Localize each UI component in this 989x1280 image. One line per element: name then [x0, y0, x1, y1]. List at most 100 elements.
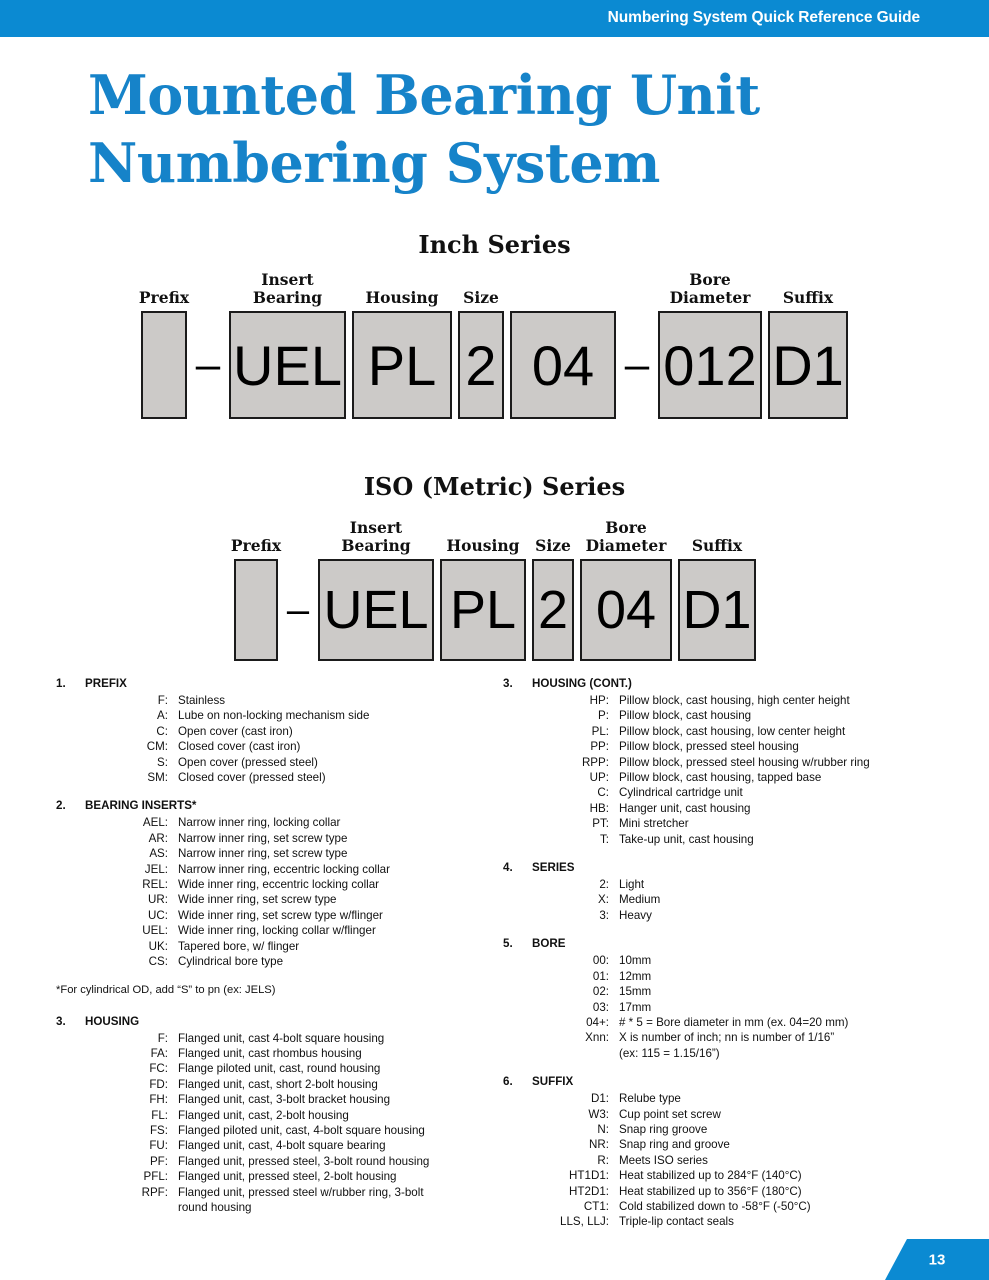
legend-row-description: Medium	[619, 892, 943, 907]
legend-row-description: Tapered bore, w/ flinger	[178, 939, 486, 954]
legend-row-code: 00:	[592, 954, 609, 968]
legend-row-description-text: Cylindrical cartridge unit	[619, 786, 743, 800]
legend-row: N:Snap ring groove	[503, 1122, 943, 1137]
legend-row-code: AEL:	[142, 816, 168, 830]
legend-row: REL: Wide inner ring, eccentric locking c…	[56, 877, 486, 892]
legend-row-code: T:	[599, 832, 609, 846]
legend-row-code: HT2D1:	[569, 1184, 609, 1198]
legend-row-code: PL:	[591, 724, 609, 738]
diagram-cell-box: 04	[510, 311, 616, 419]
legend-row-description-text: Triple-lip contact seals	[619, 1215, 734, 1229]
legend-row: X:Medium	[503, 892, 943, 907]
legend-row-code: FD:	[149, 1077, 168, 1091]
legend-row-description: Closed cover (cast iron)	[178, 739, 486, 754]
legend-group-number: 6.	[503, 1075, 513, 1089]
legend-row-description: Flanged unit, pressed steel, 3-bolt roun…	[178, 1154, 486, 1169]
legend-row: HT1D1:Heat stabilized up to 284°F (140°C…	[503, 1168, 943, 1183]
separator-dash-icon: –	[195, 340, 221, 389]
legend-row-description-text: Flanged unit, cast rhombus housing	[178, 1046, 362, 1060]
legend-row-description: Flanged unit, cast rhombus housing	[178, 1046, 486, 1061]
legend-row-description: Pillow block, cast housing	[619, 708, 943, 723]
legend-row: FL:Flanged unit, cast, 2-bolt housing	[56, 1108, 486, 1123]
legend-row: AR:Narrow inner ring, set screw type	[56, 831, 486, 846]
legend-row: UK:Tapered bore, w/ flinger	[56, 939, 486, 954]
legend-row-code: FC:	[149, 1062, 168, 1076]
legend-row: FS:Flanged piloted unit, cast, 4-bolt sq…	[56, 1123, 486, 1138]
bearing-inserts-footnote: *For cylindrical OD, add “S” to pn (ex: …	[56, 983, 276, 996]
legend-row-description: Flanged unit, cast, short 2-bolt housing	[178, 1077, 486, 1092]
legend-row: FC: Flange piloted unit, cast, round hous…	[56, 1061, 486, 1076]
legend-row-description: Lube on non-locking mechanism side	[178, 708, 486, 723]
diagram-cell-label: Size	[535, 536, 571, 555]
legend-row-description-text: Snap ring groove	[619, 1122, 708, 1136]
legend-row: F: Flanged unit, cast 4-bolt square housi…	[56, 1031, 486, 1046]
legend-row: PL:Pillow block, cast housing, low cente…	[503, 724, 943, 739]
diagram-cell-label: Suffix	[782, 288, 834, 307]
legend-row-description-text: Flange piloted unit, cast, round housing	[178, 1062, 381, 1076]
legend-row-code: REL:	[142, 878, 168, 892]
legend-row-code: 03:	[592, 1000, 609, 1014]
legend-row-description: 10mm	[619, 953, 943, 968]
legend-row: 02:15mm	[503, 984, 943, 999]
legend-row-description-text: Open cover (pressed steel)	[178, 755, 318, 769]
legend-row-description-text: Wide inner ring, set screw type	[178, 893, 337, 907]
top-header-bar: Numbering System Quick Reference Guide	[0, 0, 989, 37]
diagram-cell-box	[234, 559, 278, 661]
legend-row-code: FL:	[151, 1108, 168, 1122]
legend-row-description: Wide inner ring, eccentric locking colla…	[178, 877, 486, 892]
legend-row-description-text: Open cover (cast iron)	[178, 724, 293, 738]
legend-row-description: Light	[619, 877, 943, 892]
legend-row: AEL: Narrow inner ring, locking collar	[56, 815, 486, 830]
diagram-cell-label: Size	[463, 288, 499, 307]
legend-row-description-text: Wide inner ring, set screw type w/flinge…	[178, 908, 383, 922]
legend-row-code: F:	[157, 1031, 168, 1045]
legend-group-title: SERIES	[532, 861, 575, 875]
legend-row-description: Cylindrical bore type	[178, 954, 486, 969]
legend-row: C:Open cover (cast iron)	[56, 724, 486, 739]
legend-row-description: Cup point set screw	[619, 1107, 943, 1122]
legend-row: C:Cylindrical cartridge unit	[503, 785, 943, 800]
legend-group-number: 3.	[56, 1014, 66, 1028]
legend-row-description-continued: round housing	[178, 1200, 252, 1214]
legend-row: R:Meets ISO series	[503, 1153, 943, 1168]
legend-row-description-text: 10mm	[619, 954, 652, 968]
legend-row: AS:Narrow inner ring, set screw type	[56, 846, 486, 861]
legend-row-description-text: Wide inner ring, eccentric locking colla…	[178, 878, 380, 892]
legend-row-description-text: Pillow block, pressed steel housing	[619, 740, 799, 754]
legend-row-code: 2:	[599, 878, 609, 892]
legend-row-code: A:	[157, 709, 168, 723]
legend-row: 3:Heavy	[503, 908, 943, 923]
legend-row-description: Hanger unit, cast housing	[619, 801, 943, 816]
legend-row: RPF:Flanged unit, pressed steel w/rubber…	[56, 1185, 486, 1216]
diagram-cell-label: Bore Diameter	[669, 270, 751, 307]
legend-group-bearing-inserts: 2.BEARING INSERTS*AEL:Narrow inner ring,…	[56, 798, 486, 969]
legend-row: CM:Closed cover (cast iron)	[56, 739, 486, 754]
legend-row-description-continued: (ex: 115 = 1.15/16”)	[619, 1046, 720, 1060]
legend-row-description-text: Stainless	[178, 694, 226, 707]
legend-row: W3:Cup point set screw	[503, 1107, 943, 1122]
legend-row-code: SM:	[147, 771, 168, 785]
legend-row-description-text: Narrow inner ring, locking collar	[178, 816, 341, 830]
legend-row-description-text: 17mm	[619, 1000, 652, 1014]
legend-row-description: 17mm	[619, 1000, 943, 1015]
legend-row-description-text: Heat stabilized up to 284°F (140°C)	[619, 1169, 802, 1183]
legend-row-code: F:	[157, 694, 168, 707]
legend-row-code: JEL:	[144, 862, 168, 876]
legend-row: D1:Relube type	[503, 1091, 943, 1106]
legend-row-code: UR:	[148, 893, 168, 907]
legend-row: UEL:Wide inner ring, locking collar w/fl…	[56, 923, 486, 938]
legend-row-description-text: Flanged unit, cast 4-bolt square housing	[178, 1031, 385, 1045]
legend-row: PP:Pillow block, pressed steel housing	[503, 739, 943, 754]
legend-row-description: Pillow block, pressed steel housing	[619, 739, 943, 754]
legend-row-description: Heat stabilized up to 284°F (140°C)	[619, 1168, 943, 1183]
diagram-cell-box: 04	[580, 559, 672, 661]
legend-row-description: Snap ring groove	[619, 1122, 943, 1137]
